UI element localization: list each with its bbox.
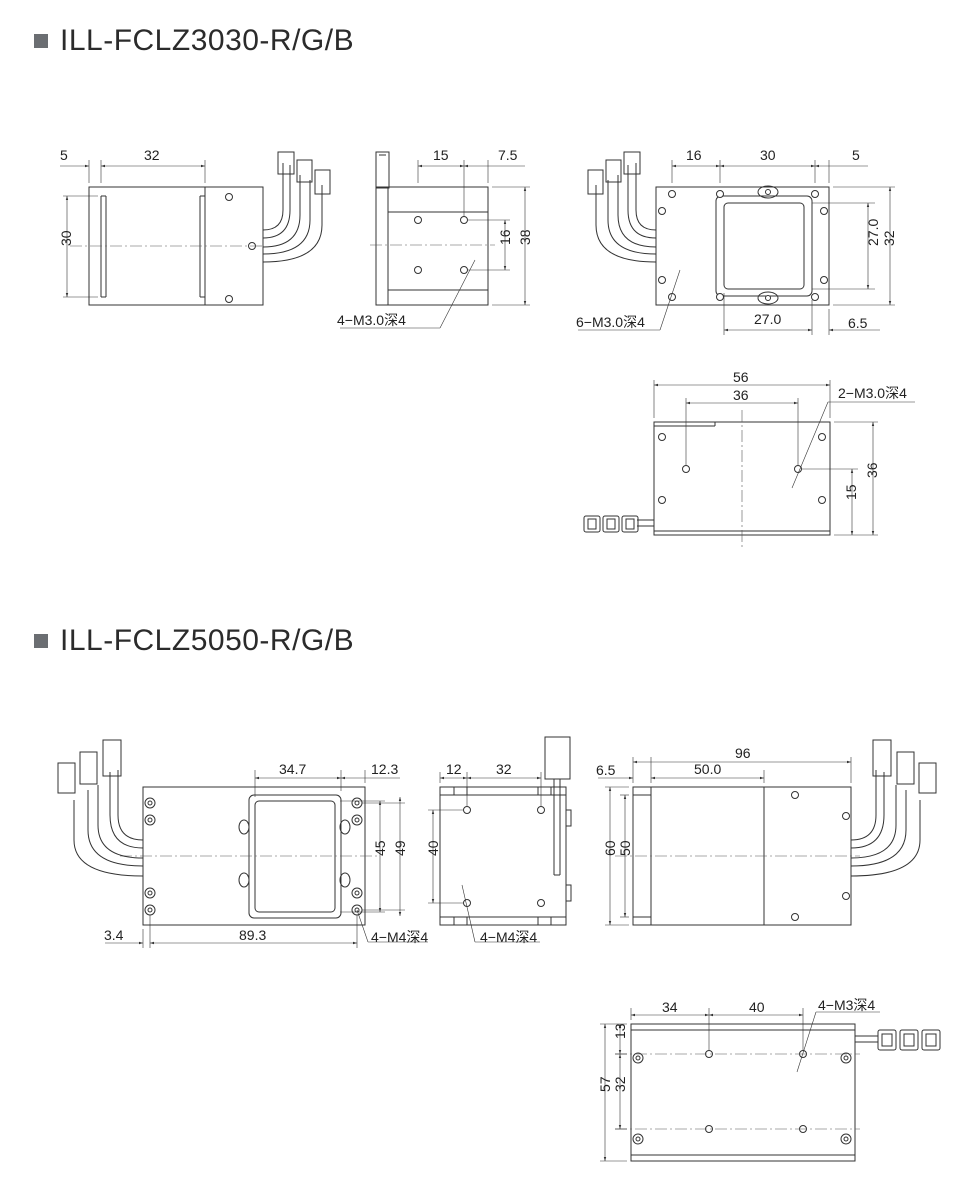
view-3030-top: 16 30 5 27.0 32 27.0 6.5 6−M3.0深4 (576, 147, 897, 335)
dim-label: 12.3 (371, 761, 398, 777)
dim-label: 5 (852, 147, 860, 163)
hole (225, 193, 233, 201)
callout-label: 6−M3.0深4 (576, 314, 645, 330)
hole (460, 216, 468, 224)
dim-label: 40 (749, 999, 765, 1015)
section-title-3030: ILL-FCLZ3030-R/G/B (34, 24, 354, 58)
section-title-text: ILL-FCLZ5050-R/G/B (60, 624, 355, 657)
dim-label: 60 (602, 840, 618, 856)
dim-label: 12 (446, 761, 462, 777)
hole (460, 266, 468, 274)
dim-label: 50 (617, 840, 633, 856)
section-title-5050: ILL-FCLZ5050-R/G/B (34, 624, 354, 658)
dim-label: 5 (60, 147, 68, 163)
dim-label: 45 (372, 840, 388, 856)
hole (414, 216, 422, 224)
dim-label: 57 (597, 1076, 613, 1092)
dim-label: 36 (864, 462, 880, 478)
dim-label: 6.5 (596, 762, 616, 778)
callout-label: 2−M3.0深4 (838, 385, 907, 401)
dim-label: 32 (612, 1076, 628, 1092)
dim-label: 50.0 (694, 761, 721, 777)
dim-label: 89.3 (239, 927, 266, 943)
dim-label: 49 (392, 840, 408, 856)
hole (225, 295, 233, 303)
dim-label: 56 (733, 369, 749, 385)
dim-label: 32 (881, 230, 897, 246)
dim-label: 13 (612, 1023, 628, 1039)
dim-label: 32 (496, 761, 512, 777)
title-square-icon (34, 634, 48, 648)
title-square-icon (34, 34, 48, 48)
hole (414, 266, 422, 274)
dim-label: 30 (760, 147, 776, 163)
dim-label: 3.4 (104, 927, 124, 943)
dim-label: 15 (843, 484, 859, 500)
dim-label: 30 (58, 230, 74, 246)
dim-label: 34 (662, 999, 678, 1015)
view-3030-bottom: 56 36 2−M3.0深4 36 15 (583, 369, 915, 548)
dim-label: 7.5 (498, 147, 518, 163)
view-5050-front: 12 32 40 4−M4深4 (425, 736, 572, 945)
dim-label: 27.0 (754, 311, 781, 327)
dim-label: 32 (144, 147, 160, 163)
view-5050-top: 34.7 12.3 45 49 3.4 89.3 4−M4深4 (57, 739, 428, 948)
dim-label: 34.7 (279, 761, 306, 777)
dim-label: 36 (733, 387, 749, 403)
view-5050-bottom: 34 40 4−M3深4 13 57 32 (597, 997, 941, 1162)
dim-label: 6.5 (848, 315, 868, 331)
dim-label: 38 (517, 229, 533, 245)
callout-label: 4−M3.0深4 (337, 312, 406, 328)
view-5050-side: 96 6.5 50.0 60 50 (596, 739, 937, 926)
callout-label: 4−M3深4 (818, 997, 875, 1013)
dim-label: 27.0 (865, 219, 881, 246)
dim-label: 16 (497, 229, 513, 245)
dim-label: 15 (433, 147, 449, 163)
view-3030-front: 15 7.5 16 38 4−M3.0深4 (337, 147, 533, 329)
view-3030-side: 5 32 30 (58, 147, 331, 306)
callout-label: 4−M4深4 (371, 929, 428, 945)
dim-label: 96 (735, 745, 751, 761)
dim-label: 16 (686, 147, 702, 163)
section-title-text: ILL-FCLZ3030-R/G/B (60, 24, 355, 57)
callout-label: 4−M4深4 (480, 929, 537, 945)
dim-label: 40 (425, 840, 441, 856)
body-outline (88, 186, 264, 306)
